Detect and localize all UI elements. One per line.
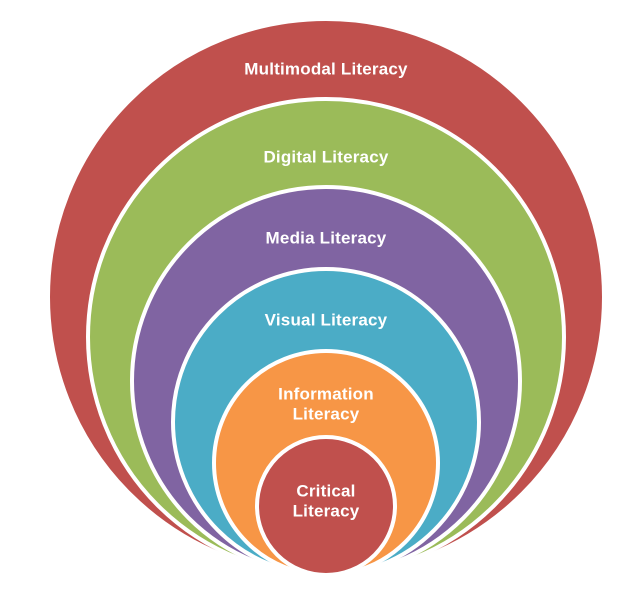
label-critical-literacy-line-2: Literacy — [293, 502, 360, 521]
label-information-literacy-line-2: Literacy — [293, 405, 360, 424]
label-critical-literacy-line-1: Critical — [296, 482, 355, 501]
circle-critical-literacy — [255, 435, 397, 577]
label-media-literacy: Media Literacy — [266, 229, 387, 248]
label-multimodal-literacy: Multimodal Literacy — [244, 60, 408, 79]
label-visual-literacy: Visual Literacy — [265, 311, 388, 330]
label-digital-literacy: Digital Literacy — [263, 148, 388, 167]
label-information-literacy-line-1: Information — [278, 385, 374, 404]
